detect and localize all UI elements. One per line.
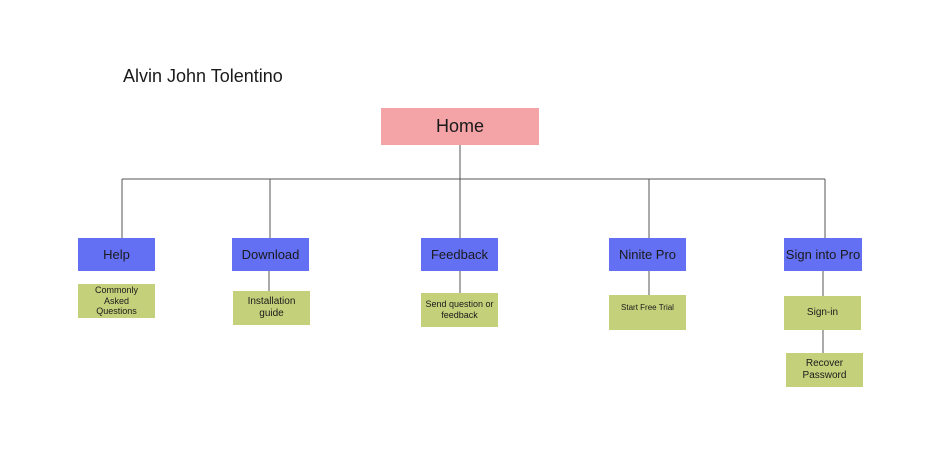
node-download[interactable]: Download bbox=[232, 238, 309, 271]
node-feedback[interactable]: Feedback bbox=[421, 238, 498, 271]
node-sign-in[interactable]: Sign-in bbox=[784, 296, 861, 330]
author-name: Alvin John Tolentino bbox=[123, 66, 283, 86]
node-start-free-trial[interactable]: Start Free Trial bbox=[609, 295, 686, 330]
node-sign-into-pro[interactable]: Sign into Pro bbox=[784, 238, 862, 271]
node-commonly-asked-questions[interactable]: Commonly Asked Questions bbox=[78, 284, 155, 318]
node-help[interactable]: Help bbox=[78, 238, 155, 271]
node-installation-guide[interactable]: Installation guide bbox=[233, 291, 310, 325]
node-home[interactable]: Home bbox=[381, 108, 539, 145]
node-recover-password[interactable]: Recover Password bbox=[786, 353, 863, 387]
node-ninite-pro[interactable]: Ninite Pro bbox=[609, 238, 686, 271]
node-send-question-or-feedback[interactable]: Send question or feedback bbox=[421, 293, 498, 327]
